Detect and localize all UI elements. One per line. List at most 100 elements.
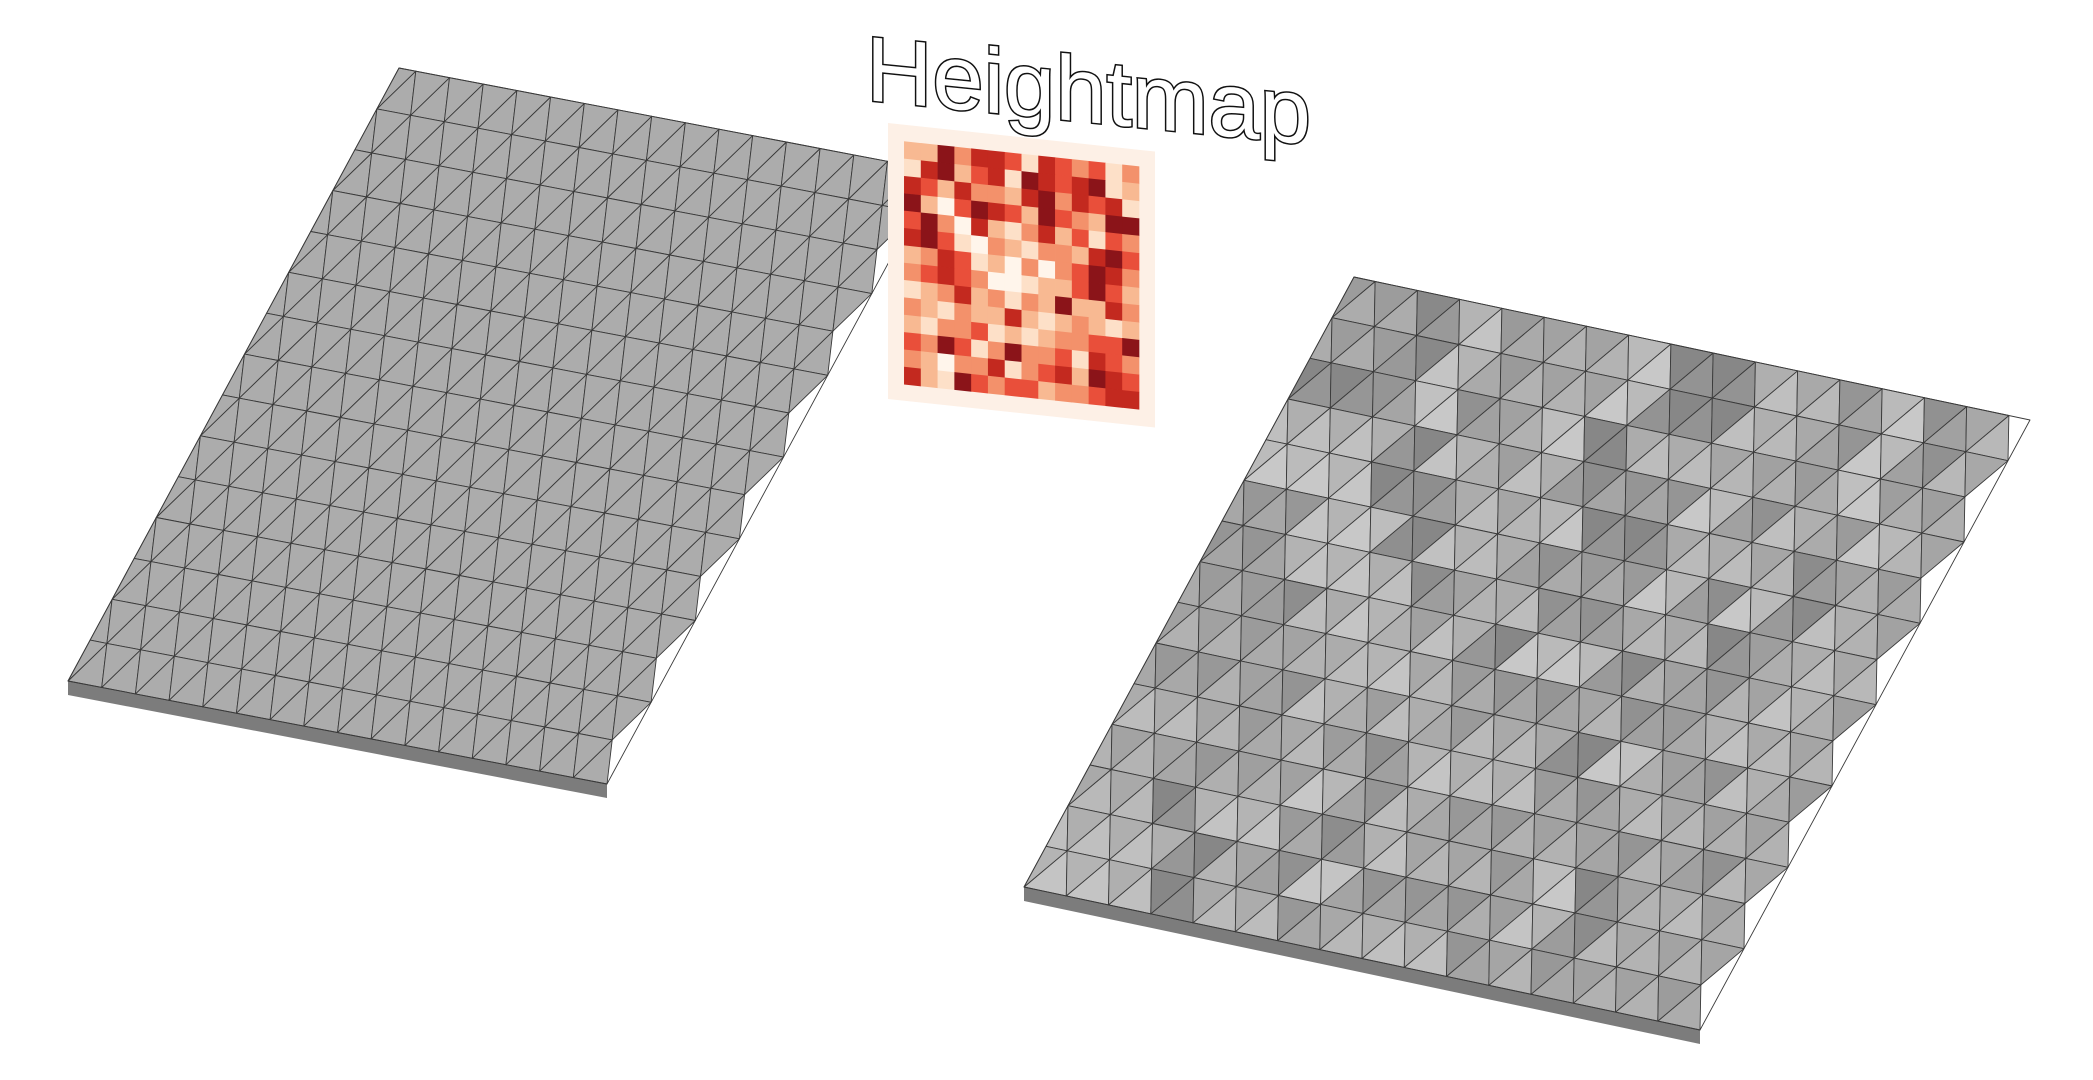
- mesh-triangle: [235, 668, 276, 714]
- heightmap-cell: [1021, 171, 1039, 191]
- heightmap-cell: [1088, 213, 1106, 233]
- mesh-triangle: [1324, 633, 1369, 680]
- heightmap-cell: [1055, 330, 1073, 351]
- heightmap-cell: [904, 175, 922, 196]
- heightmap-cell: [1021, 379, 1039, 399]
- heightmap-cell: [954, 268, 972, 288]
- heightmap-cell: [1105, 353, 1123, 374]
- heightmap-cell: [1055, 157, 1073, 177]
- mesh-triangle: [1491, 759, 1536, 806]
- heightmap-cell: [971, 373, 989, 394]
- heightmap-cell: [937, 335, 955, 356]
- heightmap-cell: [1038, 224, 1056, 245]
- heightmap-cell: [937, 162, 955, 182]
- mesh-triangle: [1366, 642, 1411, 689]
- heightmap-cell: [1088, 230, 1106, 250]
- heightmap-cell: [1038, 190, 1056, 210]
- mesh-triangle: [324, 505, 365, 551]
- heightmap-cell: [1071, 211, 1089, 231]
- heightmap-cell: [1105, 266, 1123, 287]
- mesh-triangle: [793, 324, 834, 370]
- heightmap-cell: [1004, 273, 1022, 294]
- heightmap-cell: [1004, 360, 1022, 380]
- mesh-triangle: [671, 481, 712, 527]
- heightmap-cell: [1004, 238, 1022, 259]
- mesh-triangle: [1368, 551, 1413, 598]
- heightmap-cell: [987, 341, 1006, 361]
- heightmap-cell: [987, 375, 1006, 396]
- mesh-triangle: [700, 531, 740, 577]
- heightmap-cell: [1021, 344, 1039, 365]
- mesh-triangle: [635, 204, 676, 249]
- mesh-triangle: [1620, 695, 1665, 742]
- heightmap-cell: [1105, 162, 1123, 183]
- mesh-triangle: [1791, 641, 1836, 688]
- mesh-triangle: [1835, 559, 1880, 606]
- heightmap-cell: [987, 236, 1006, 257]
- heightmap-cell: [1122, 372, 1140, 393]
- mesh-triangle: [1703, 803, 1748, 850]
- heightmap-cell: [1055, 174, 1073, 195]
- mesh-triangle: [435, 436, 476, 482]
- heightmap-cell: [904, 262, 922, 283]
- heightmap-cell: [1004, 221, 1022, 241]
- heightmap-cell: [937, 231, 955, 252]
- heightmap-cell: [920, 368, 938, 389]
- mesh-triangle: [770, 229, 811, 275]
- heightmap-cell: [904, 141, 922, 161]
- flat-mesh-plane: [67, 67, 939, 798]
- mesh-triangle: [1579, 596, 1624, 643]
- mesh-triangle: [744, 450, 784, 496]
- mesh-triangle: [391, 518, 432, 564]
- mesh-triangle: [500, 178, 541, 224]
- mesh-triangle: [1277, 895, 1322, 942]
- mesh-triangle: [1833, 650, 1878, 697]
- heightmap-cell: [920, 229, 938, 250]
- mesh-triangle: [1412, 470, 1457, 517]
- heightmap-cell: [1038, 155, 1056, 176]
- heightmap-cell: [1071, 350, 1089, 370]
- heightmap-cell: [1088, 334, 1106, 355]
- heightmap-cell: [987, 219, 1006, 240]
- mesh-triangle: [1535, 677, 1580, 724]
- heightmap-cell: [937, 179, 955, 200]
- mesh-triangle: [1539, 497, 1584, 544]
- heightmap-cell: [1088, 299, 1106, 320]
- mesh-triangle: [534, 184, 575, 230]
- heightmap-cell: [1055, 192, 1073, 212]
- mesh-side-face: [68, 681, 607, 798]
- mesh-triangle: [438, 707, 478, 753]
- heightmap-cell: [1021, 309, 1039, 330]
- heightmap-cell: [1071, 176, 1089, 197]
- mesh-triangle: [1372, 371, 1417, 418]
- mesh-triangle: [433, 165, 474, 211]
- heightmap-cell: [1021, 188, 1039, 209]
- mesh-triangle: [601, 197, 642, 243]
- heightmap-cell: [1021, 275, 1039, 295]
- mesh-triangle: [1326, 542, 1371, 589]
- heightmap-cell: [920, 333, 938, 354]
- heightmap-cell: [971, 252, 989, 273]
- mesh-triangle: [560, 550, 600, 596]
- mesh-triangle: [168, 655, 209, 701]
- mesh-triangle: [1403, 921, 1448, 968]
- mesh-triangle: [1576, 777, 1621, 824]
- mesh-triangle: [591, 285, 632, 331]
- mesh-triangle: [1836, 469, 1881, 516]
- mesh-triangle: [616, 651, 657, 697]
- heightmap-cell: [987, 289, 1006, 309]
- heightmap-cell: [920, 143, 938, 163]
- mesh-triangle: [1877, 568, 1922, 615]
- mesh-triangle: [1446, 930, 1491, 977]
- heightmap-cell: [1055, 261, 1073, 282]
- heightmap-cell: [1021, 153, 1039, 174]
- mesh-triangle: [414, 612, 455, 658]
- heightmap-cell: [1071, 315, 1089, 335]
- heightmap-cell: [1088, 369, 1106, 389]
- mesh-triangle: [1666, 524, 1711, 571]
- heightmap-cell: [1122, 390, 1140, 410]
- mesh-triangle: [627, 563, 668, 609]
- mesh-triangle: [1704, 713, 1749, 760]
- heightmap-cell: [937, 248, 955, 269]
